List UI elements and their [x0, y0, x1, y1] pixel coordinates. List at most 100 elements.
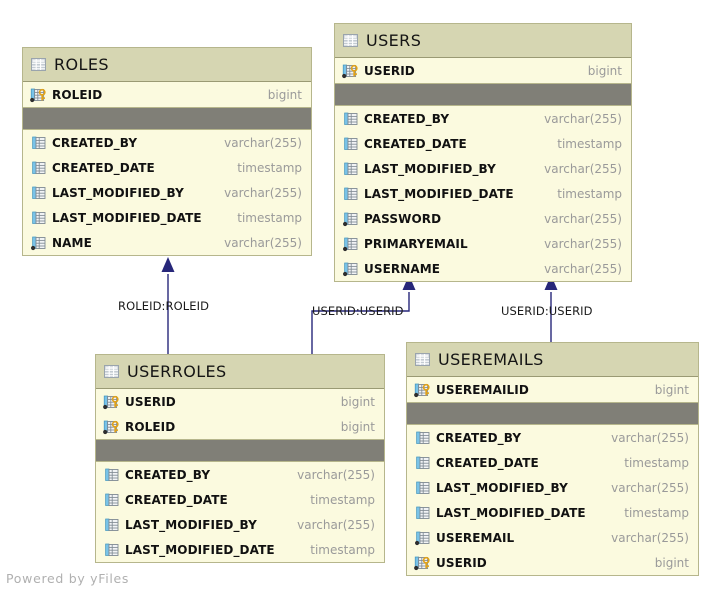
column-name: CREATED_BY	[125, 467, 211, 482]
column-name: NAME	[52, 235, 92, 250]
column-icon	[342, 186, 359, 202]
key-section-separator	[335, 83, 631, 106]
column-icon	[342, 161, 359, 177]
column-row[interactable]: NAME varchar(255)	[23, 230, 311, 255]
column-row[interactable]: USERNAME varchar(255)	[335, 256, 631, 281]
column-name: CREATED_BY	[436, 430, 522, 445]
entity-title: ROLES	[54, 55, 109, 74]
column-icon	[414, 430, 431, 446]
column-name: CREATED_DATE	[436, 455, 539, 470]
indexed-column-icon	[342, 211, 359, 227]
column-name: CREATED_DATE	[52, 160, 155, 175]
column-row[interactable]: CREATED_DATE timestamp	[23, 155, 311, 180]
column-name: CREATED_DATE	[364, 136, 467, 151]
column-type: varchar(255)	[611, 530, 689, 545]
column-icon	[414, 480, 431, 496]
column-row[interactable]: LAST_MODIFIED_BY varchar(255)	[335, 156, 631, 181]
column-type: bigint	[340, 419, 375, 434]
column-type: timestamp	[557, 136, 622, 151]
primary-key-column-icon	[30, 87, 47, 103]
edge-label-userroles-roles: ROLEID:ROLEID	[118, 299, 210, 313]
column-type: varchar(255)	[224, 135, 302, 150]
relationship-edge-userroles-users[interactable]	[311, 292, 410, 354]
column-type: timestamp	[237, 160, 302, 175]
column-type: varchar(255)	[224, 235, 302, 250]
column-row[interactable]: CREATED_BY varchar(255)	[407, 425, 698, 450]
column-type: bigint	[340, 394, 375, 409]
entity-header-userroles[interactable]: USERROLES	[96, 355, 384, 389]
entity-header-users[interactable]: USERS	[335, 24, 631, 58]
column-type: varchar(255)	[611, 430, 689, 445]
column-icon	[414, 505, 431, 521]
column-type: bigint	[267, 87, 302, 102]
column-type: varchar(255)	[544, 161, 622, 176]
table-grid-icon	[343, 33, 358, 48]
column-type: varchar(255)	[544, 211, 622, 226]
primary-key-column-icon	[342, 63, 359, 79]
primary-key-column-icon	[103, 394, 120, 410]
relationship-arrowhead-userroles-users	[402, 275, 416, 290]
column-type: varchar(255)	[544, 261, 622, 276]
column-icon	[342, 136, 359, 152]
column-icon	[103, 517, 120, 533]
column-icon	[342, 111, 359, 127]
indexed-column-icon	[342, 261, 359, 277]
table-grid-icon	[415, 352, 430, 367]
entity-header-useremails[interactable]: USEREMAILS	[407, 343, 698, 377]
column-type: timestamp	[237, 210, 302, 225]
column-type: bigint	[587, 63, 622, 78]
indexed-column-icon	[414, 530, 431, 546]
column-name: LAST_MODIFIED_BY	[364, 161, 496, 176]
entity-header-roles[interactable]: ROLES	[23, 48, 311, 82]
entity-title: USEREMAILS	[438, 350, 544, 369]
column-name: LAST_MODIFIED_DATE	[436, 505, 586, 520]
key-section-separator	[23, 107, 311, 130]
column-name: USERNAME	[364, 261, 441, 276]
column-icon	[30, 185, 47, 201]
column-name: CREATED_BY	[364, 111, 450, 126]
column-name: LAST_MODIFIED_BY	[125, 517, 257, 532]
column-row[interactable]: CREATED_DATE timestamp	[335, 131, 631, 156]
key-section-separator	[96, 439, 384, 462]
column-type: varchar(255)	[224, 185, 302, 200]
column-name: USEREMAILID	[436, 382, 529, 397]
edge-label-useremails-users: USERID:USERID	[501, 304, 593, 318]
column-type: timestamp	[557, 186, 622, 201]
column-type: timestamp	[310, 492, 375, 507]
column-type: bigint	[654, 555, 689, 570]
column-icon	[103, 492, 120, 508]
table-grid-icon	[104, 364, 119, 379]
column-name: PRIMARYEMAIL	[364, 236, 468, 251]
